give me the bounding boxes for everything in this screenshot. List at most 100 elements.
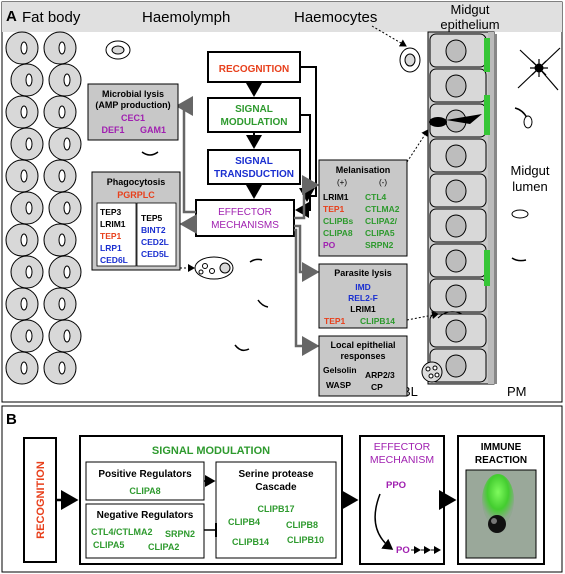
pathway-signal-modulation: SIGNAL MODULATION bbox=[207, 97, 301, 133]
microbial-lysis-title-1: Microbial lysis bbox=[102, 89, 164, 99]
haemolymph-parasites bbox=[141, 151, 269, 352]
local-epithelial-item: Gelsolin bbox=[323, 365, 357, 375]
fat-body-nucleus bbox=[20, 105, 28, 119]
haemocyte-cells bbox=[105, 40, 421, 280]
phagocytosis-right-item: TEP5 bbox=[141, 213, 163, 223]
gut-cell-nucleus bbox=[445, 214, 467, 238]
fat-body-nucleus bbox=[63, 201, 71, 215]
local-epithelial-title-2: responses bbox=[340, 351, 385, 361]
fat-body-nucleus bbox=[63, 329, 71, 343]
melanisation-right-item: CLIPA5 bbox=[365, 228, 395, 238]
fat-body-nucleus bbox=[58, 233, 66, 247]
parasite-lysis-item: REL2-F bbox=[348, 293, 378, 303]
gut-cell-nucleus bbox=[445, 249, 467, 273]
label-fat-body: Fat body bbox=[22, 9, 81, 26]
fat-body-nucleus bbox=[58, 361, 66, 375]
phagocytosis-left-item: LRIM1 bbox=[100, 219, 126, 229]
effector-text-2: MECHANISMS bbox=[211, 220, 279, 231]
fat-body-nucleus bbox=[63, 265, 71, 279]
phagocytosis-left-item: CED6L bbox=[100, 255, 128, 265]
phagocytosis-left-item: TEP3 bbox=[100, 207, 122, 217]
microbial-lysis-item: CEC1 bbox=[121, 113, 145, 123]
melanisation-left-item: LRIM1 bbox=[323, 192, 349, 202]
header-band bbox=[2, 2, 562, 32]
fat-body-nucleus bbox=[20, 233, 28, 247]
gut-cell-nucleus bbox=[445, 284, 467, 308]
panel-b-label: B bbox=[6, 411, 17, 428]
melanisation-left-item: CLIPBs bbox=[323, 216, 354, 226]
fat-body-nucleus bbox=[58, 105, 66, 119]
fat-body-nucleus bbox=[58, 297, 66, 311]
parasite-lysis-title: Parasite lysis bbox=[334, 268, 392, 278]
gut-cell-nucleus bbox=[445, 74, 467, 98]
local-epithelial-item: WASP bbox=[326, 380, 351, 390]
microbial-lysis-title-2: (AMP production) bbox=[95, 100, 170, 110]
haemocyte-arrow bbox=[371, 25, 407, 47]
b-serine-item: CLIPB14 bbox=[232, 537, 269, 547]
b-negative-title: Negative Regulators bbox=[97, 510, 194, 521]
fat-body-nucleus bbox=[63, 137, 71, 151]
signal-transduction-text-1: SIGNAL bbox=[235, 156, 273, 167]
parasite-lysis-item: IMD bbox=[355, 282, 371, 292]
fat-body-nucleus bbox=[20, 169, 28, 183]
parasite-lysis-to-gut-arrow bbox=[406, 311, 439, 321]
phagocytosis-top: PGRPLC bbox=[117, 190, 155, 200]
melanisation-plus: (+) bbox=[337, 178, 347, 187]
b-negative-item: SRPN2 bbox=[165, 529, 195, 539]
b-effector-text-2: MECHANISM bbox=[370, 454, 434, 466]
signal-transduction-text-2: TRANSDUCTION bbox=[214, 169, 294, 180]
local-epithelial-item: ARP2/3 bbox=[365, 370, 395, 380]
label-pm: PM bbox=[507, 384, 527, 399]
panel-a-label: A bbox=[6, 8, 17, 25]
pathway-signal-transduction: SIGNAL TRANSDUCTION bbox=[207, 149, 301, 185]
gut-cell-nucleus bbox=[445, 354, 467, 378]
fat-body-nucleus bbox=[63, 73, 71, 87]
gut-cell-nucleus bbox=[445, 144, 467, 168]
fat-body-nucleus bbox=[20, 361, 28, 375]
b-po: PO bbox=[396, 545, 410, 556]
phagocytosis-left-item: LRP1 bbox=[100, 243, 122, 253]
parasite-lysis-box: Parasite lysis IMD REL2-F LRIM1 TEP1 CLI… bbox=[318, 263, 408, 329]
microbial-lysis-box: Microbial lysis (AMP production) CEC1 DE… bbox=[87, 83, 179, 141]
b-effector-box: EFFECTOR MECHANISM PPO PO bbox=[359, 435, 445, 565]
b-recognition-text: RECOGNITION bbox=[35, 461, 47, 539]
microbial-lysis-item: GAM1 bbox=[140, 125, 166, 135]
fat-body-nucleus bbox=[25, 329, 33, 343]
b-signal-modulation-box: SIGNAL MODULATION Positive Regulators CL… bbox=[79, 435, 343, 565]
b-serine-item: CLIPB17 bbox=[257, 504, 294, 514]
label-midgut-epithelium-1: Midgut bbox=[450, 2, 489, 17]
melanisation-title: Melanisation bbox=[336, 165, 391, 175]
b-effector-text-1: EFFECTOR bbox=[374, 441, 431, 453]
fat-body-nucleus bbox=[25, 265, 33, 279]
pathway-effector: EFFECTOR MECHANISMS bbox=[195, 199, 295, 237]
fat-body-nucleus bbox=[58, 41, 66, 55]
gut-cell-nucleus bbox=[445, 179, 467, 203]
recognition-text: RECOGNITION bbox=[219, 64, 290, 75]
b-serine-title-1: Serine protease bbox=[238, 469, 313, 480]
b-immune-text-1: IMMUNE bbox=[481, 442, 522, 453]
b-serine-item: CLIPB10 bbox=[287, 535, 324, 545]
lumen-parasites bbox=[511, 47, 561, 262]
b-negative-item: CLIPA5 bbox=[93, 540, 124, 550]
b-immune-reaction-box: IMMUNE REACTION bbox=[457, 435, 545, 565]
effector-connectors bbox=[175, 96, 320, 356]
label-midgut-epithelium-2: epithelium bbox=[440, 17, 499, 32]
label-midgut-lumen-1: Midgut bbox=[510, 163, 549, 178]
phagocytosis-title: Phagocytosis bbox=[107, 177, 166, 187]
b-negative-item: CTL4/CTLMA2 bbox=[91, 527, 153, 537]
label-midgut-lumen-2: lumen bbox=[512, 179, 547, 194]
label-haemocytes: Haemocytes bbox=[294, 9, 377, 26]
b-immune-text-2: REACTION bbox=[475, 455, 527, 466]
melanisation-left-item: CLIPA8 bbox=[323, 228, 353, 238]
melanisation-right-item: CTLMA2 bbox=[365, 204, 400, 214]
b-recognition-box: RECOGNITION bbox=[23, 437, 57, 563]
b-serine-item: CLIPB4 bbox=[228, 517, 260, 527]
fat-body-nucleus bbox=[20, 41, 28, 55]
b-negative-item: CLIPA2 bbox=[148, 542, 179, 552]
midgut-epithelium bbox=[421, 31, 497, 385]
b-signal-modulation-title: SIGNAL MODULATION bbox=[152, 445, 270, 457]
phagocytosis-right-item: BINT2 bbox=[141, 225, 166, 235]
signal-modulation-text-1: SIGNAL bbox=[235, 104, 273, 115]
melanisation-right-item: SRPN2 bbox=[365, 240, 394, 250]
